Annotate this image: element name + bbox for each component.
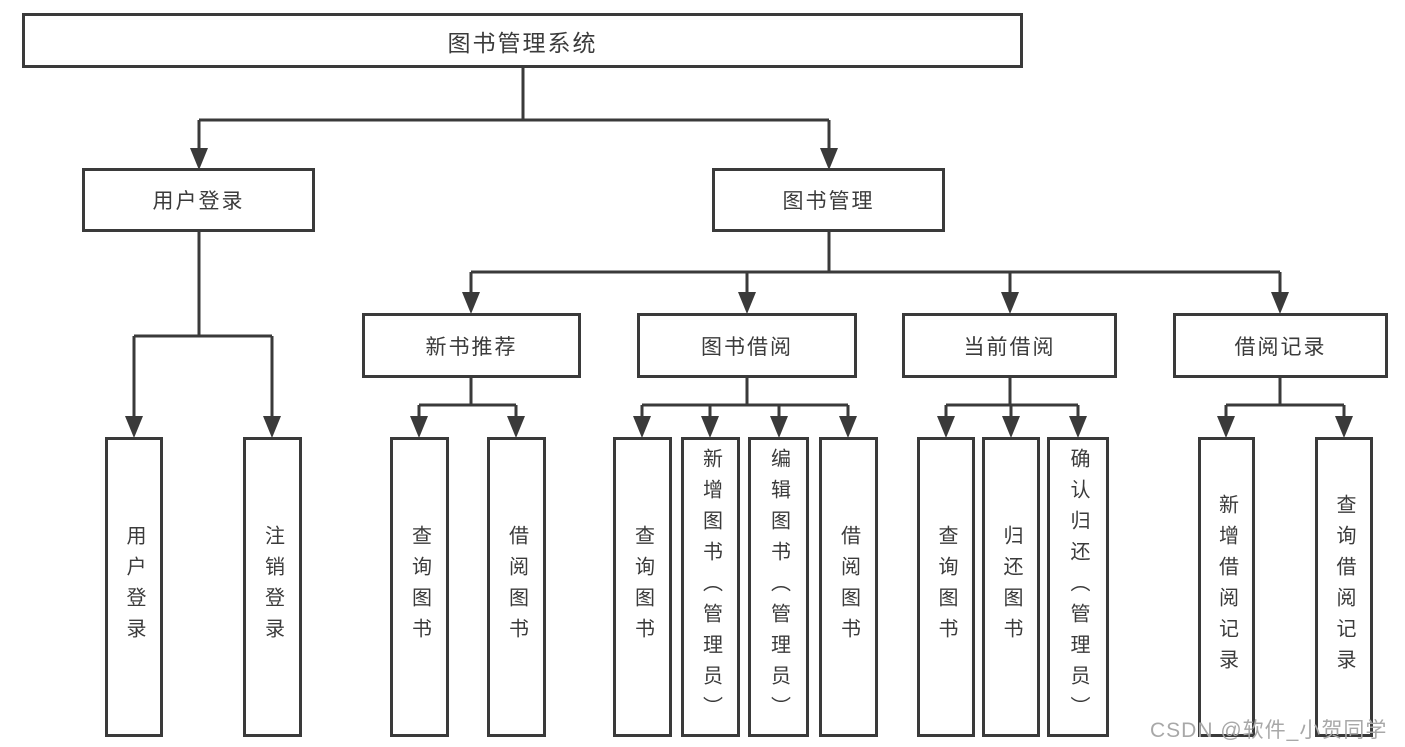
node-borrowing-records: 借阅记录 [1173, 313, 1388, 378]
node-book-management-label: 图书管理 [782, 190, 875, 213]
node-borrowing-records-label: 借阅记录 [1234, 335, 1327, 359]
leaf-logout: 注销登录 [243, 437, 302, 737]
leaf-query-books-2: 查询图书 [613, 437, 672, 737]
node-new-book-recommend: 新书推荐 [362, 313, 581, 378]
leaf-add-borrow-record: 新增借阅记录 [1198, 437, 1255, 737]
leaf-confirm-return-admin: 确认归还（管理员） [1047, 437, 1109, 737]
connector-current-borrow-to-leaves [937, 378, 1087, 438]
connector-borrow-records-to-leaves [1217, 378, 1353, 438]
connector-root-to-level2 [190, 68, 838, 170]
leaf-query-books-1: 查询图书 [390, 437, 449, 737]
leaf-query-books-1-label: 查询图书 [408, 525, 431, 649]
node-user-login-label: 用户登录 [152, 190, 245, 213]
leaf-borrow-books-1: 借阅图书 [487, 437, 546, 737]
connector-new-book-rec-to-leaves [410, 378, 525, 438]
node-book-borrowing: 图书借阅 [637, 313, 857, 378]
leaf-query-borrow-record: 查询借阅记录 [1315, 437, 1373, 737]
leaf-return-book: 归还图书 [982, 437, 1040, 737]
leaf-add-book-admin: 新增图书（管理员） [681, 437, 740, 737]
leaf-query-books-3-label: 查询图书 [935, 525, 957, 649]
node-root-label: 图书管理系统 [447, 29, 598, 56]
node-book-borrowing-label: 图书借阅 [701, 335, 793, 359]
connector-user-login-to-leaves [125, 232, 281, 438]
node-user-login: 用户登录 [82, 168, 315, 232]
leaf-add-book-admin-label: 新增图书（管理员） [699, 447, 722, 727]
connector-book-borrow-to-leaves [633, 378, 857, 438]
leaf-confirm-return-admin-label: 确认归还（管理员） [1067, 447, 1089, 727]
node-current-borrowing: 当前借阅 [902, 313, 1117, 378]
leaf-borrow-books-2-label: 借阅图书 [837, 525, 860, 649]
leaf-logout-label: 注销登录 [261, 525, 284, 649]
leaf-user-login: 用户登录 [105, 437, 163, 737]
watermark: CSDN @软件_小贺同学 [1150, 719, 1388, 742]
leaf-query-borrow-record-label: 查询借阅记录 [1333, 494, 1355, 680]
leaf-return-book-label: 归还图书 [1000, 525, 1022, 649]
leaf-query-books-3: 查询图书 [917, 437, 975, 737]
leaf-borrow-books-2: 借阅图书 [819, 437, 878, 737]
connector-book-mgmt-to-level3 [462, 232, 1289, 314]
leaf-query-books-2-label: 查询图书 [631, 525, 654, 649]
leaf-edit-book-admin-label: 编辑图书（管理员） [767, 447, 790, 727]
node-current-borrowing-label: 当前借阅 [963, 335, 1056, 359]
node-new-book-recommend-label: 新书推荐 [425, 335, 518, 359]
leaf-borrow-books-1-label: 借阅图书 [505, 525, 528, 649]
leaf-edit-book-admin: 编辑图书（管理员） [748, 437, 809, 737]
node-root-system: 图书管理系统 [22, 13, 1023, 68]
node-book-management: 图书管理 [712, 168, 945, 232]
leaf-add-borrow-record-label: 新增借阅记录 [1215, 494, 1238, 680]
leaf-user-login-label: 用户登录 [123, 525, 145, 649]
